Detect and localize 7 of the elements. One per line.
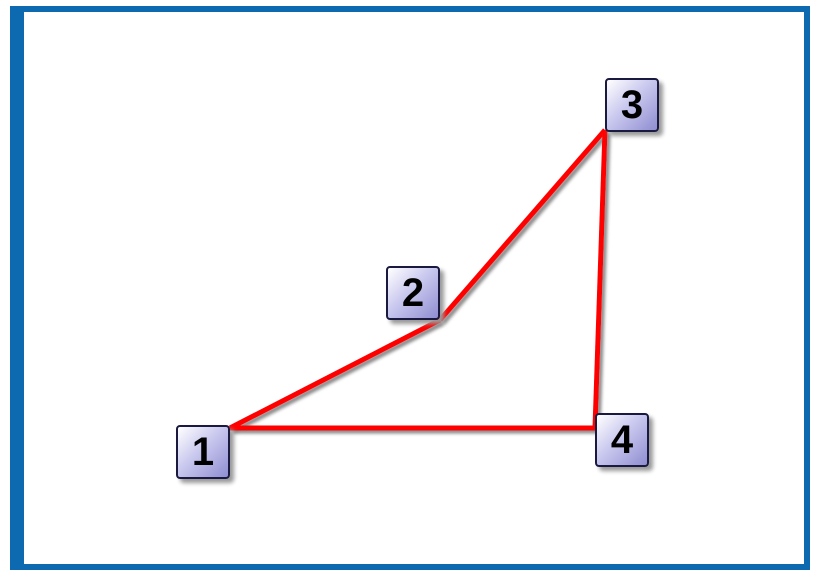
callout-number: 4 bbox=[595, 413, 649, 467]
callout-number: 3 bbox=[605, 78, 659, 132]
line bbox=[230, 426, 595, 430]
callout-number: 1 bbox=[176, 425, 230, 479]
line bbox=[438, 128, 607, 322]
callout-number: 2 bbox=[386, 266, 440, 320]
line bbox=[592, 130, 608, 428]
